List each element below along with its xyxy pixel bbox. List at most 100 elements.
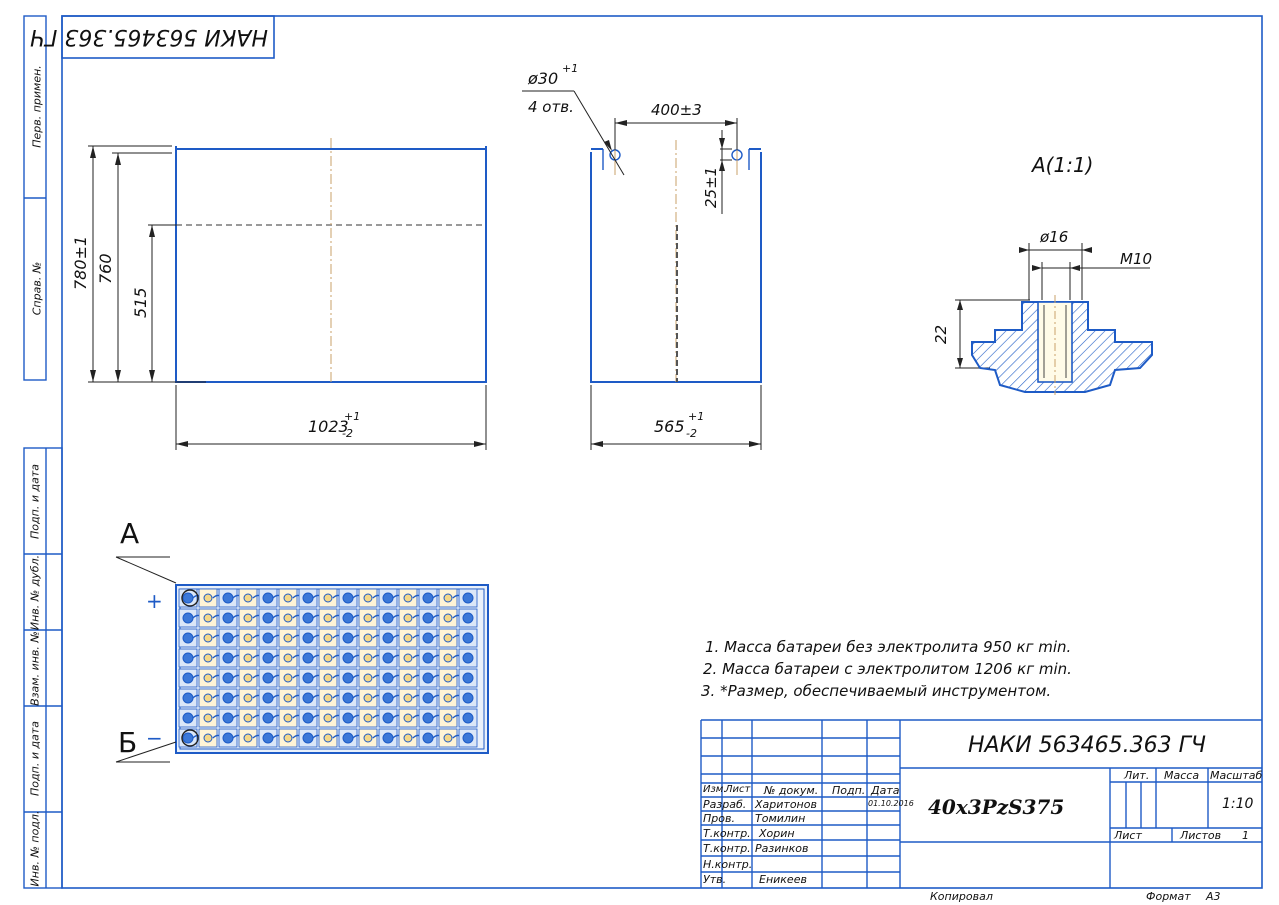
tb-format-label: Формат <box>1146 890 1191 903</box>
cell-terminal <box>342 592 354 604</box>
cell-terminal <box>342 652 354 664</box>
dim-515: 515 <box>131 287 150 318</box>
tb-name-3: Хорин <box>759 827 795 840</box>
cell-terminal <box>323 693 333 703</box>
plus-terminal-label: + <box>146 589 163 613</box>
cell-terminal <box>323 673 333 683</box>
label-b: Б <box>118 726 137 759</box>
cell-terminal <box>403 673 413 683</box>
cell-terminal <box>262 732 274 744</box>
cell-grid <box>178 588 478 748</box>
cell-terminal <box>262 592 274 604</box>
cell-terminal <box>363 673 373 683</box>
side-label-sprav-no: Справ. № <box>30 261 44 316</box>
cell-terminal <box>262 652 274 664</box>
cell-terminal <box>302 592 314 604</box>
note-2: 2. Масса батареи с электролитом 1206 кг … <box>703 660 1072 678</box>
cell-terminal <box>422 672 434 684</box>
dim-hole-tol: +1 <box>562 62 578 75</box>
cell-terminal <box>363 733 373 743</box>
cell-terminal <box>222 632 234 644</box>
cell-terminal <box>203 613 213 623</box>
terminal-b <box>181 729 199 747</box>
cell-terminal <box>422 712 434 724</box>
cell-terminal <box>283 613 293 623</box>
dim-565-tol-down: -2 <box>686 427 697 440</box>
side-label-podp-data-1: Подп. и дата <box>28 464 42 539</box>
cell-terminal <box>363 593 373 603</box>
cell-terminal <box>283 693 293 703</box>
tb-role-prov: Пров. <box>703 812 735 825</box>
cell-terminal <box>363 633 373 643</box>
cell-terminal <box>422 692 434 704</box>
cell-terminal <box>422 592 434 604</box>
cell-terminal <box>182 732 194 744</box>
front-view: 780±1 760 515 1023 +1 -2 <box>71 138 487 450</box>
cell-terminal <box>422 632 434 644</box>
cell-terminal <box>302 652 314 664</box>
cell-terminal <box>283 713 293 723</box>
cell-terminal <box>222 712 234 724</box>
cell-terminal <box>222 672 234 684</box>
tb-role-tkontr-1: Т.контр. <box>703 827 751 840</box>
cell-terminal <box>243 653 253 663</box>
side-label-perv-primen: Перв. примен. <box>30 65 44 148</box>
detail-a: А(1:1) ø16 М10 22 <box>932 153 1153 395</box>
dim-565-tol-up: +1 <box>688 410 704 423</box>
cell-terminal <box>302 692 314 704</box>
cell-terminal <box>403 693 413 703</box>
tb-header-izm: Изм. <box>703 784 727 795</box>
detail-dia: ø16 <box>1039 228 1068 246</box>
note-1: 1. Масса батареи без электролита 950 кг … <box>705 638 1072 656</box>
tb-name-1: Харитонов <box>755 798 817 811</box>
cell-terminal <box>182 612 194 624</box>
cell-terminal <box>382 592 394 604</box>
cell-terminal <box>222 612 234 624</box>
cell-terminal <box>302 712 314 724</box>
cell-terminal <box>323 713 333 723</box>
dim-hole-dia: ø30 <box>527 69 558 88</box>
tb-name-6: Еникеев <box>759 873 807 886</box>
cell-terminal <box>443 713 453 723</box>
cell-terminal <box>182 712 194 724</box>
tb-list-label: Лист <box>1114 829 1142 842</box>
cell-terminal <box>462 652 474 664</box>
cell-terminal <box>403 733 413 743</box>
label-a: А <box>120 517 139 550</box>
cell-terminal <box>243 593 253 603</box>
tb-role-nkontr: Н.контр. <box>703 858 753 871</box>
tb-name-2: Томилин <box>755 812 806 825</box>
cell-terminal <box>403 613 413 623</box>
dim-565: 565 <box>654 417 685 436</box>
cell-terminal <box>262 672 274 684</box>
cell-terminal <box>302 612 314 624</box>
tb-header-podp: Подп. <box>832 784 866 797</box>
cell-terminal <box>243 613 253 623</box>
cell-terminal <box>462 632 474 644</box>
cell-terminal <box>382 612 394 624</box>
cell-terminal <box>342 732 354 744</box>
dim-1023: 1023 <box>308 417 349 436</box>
cell-terminal <box>283 633 293 643</box>
tb-date: 01.10.2016 <box>868 799 914 808</box>
cell-terminal <box>422 652 434 664</box>
tb-header-doc: № докум. <box>764 784 819 797</box>
cell-terminal <box>443 633 453 643</box>
cell-terminal <box>283 733 293 743</box>
cell-terminal <box>182 632 194 644</box>
cell-terminal <box>462 672 474 684</box>
side-label-vzam-inv: Взам. инв. № <box>28 631 42 706</box>
cell-terminal <box>462 612 474 624</box>
cell-terminal <box>323 653 333 663</box>
cell-terminal <box>422 732 434 744</box>
minus-terminal-label: − <box>146 726 163 750</box>
cell-terminal <box>363 713 373 723</box>
cell-terminal <box>302 732 314 744</box>
cell-terminal <box>262 712 274 724</box>
cell-terminal <box>323 633 333 643</box>
cell-terminal <box>182 652 194 664</box>
dim-1023-tol-up: +1 <box>344 410 360 423</box>
dim-hole-offset: 25±1 <box>702 167 720 208</box>
cell-terminal <box>203 713 213 723</box>
cell-terminal <box>182 692 194 704</box>
